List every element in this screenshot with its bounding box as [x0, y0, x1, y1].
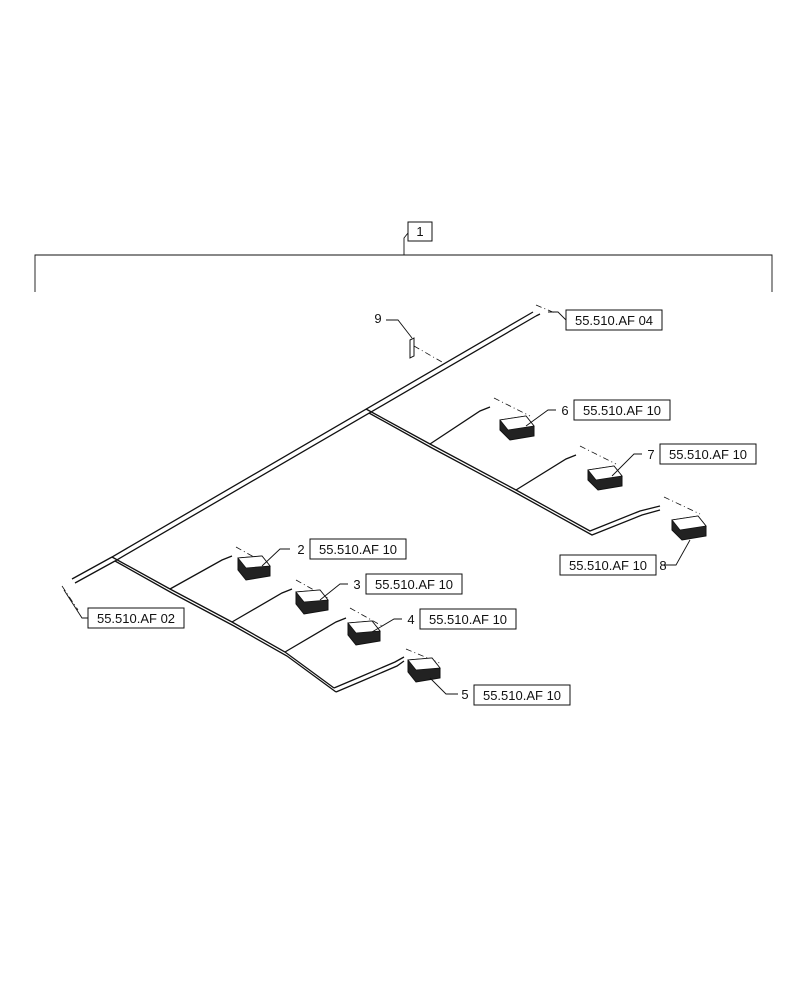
callout-5: 5 55.510.AF 10	[461, 684, 571, 706]
connector-7	[587, 465, 623, 491]
svg-text:7: 7	[647, 447, 654, 462]
svg-text:55.510.AF 10: 55.510.AF 10	[375, 577, 453, 592]
svg-text:55.510.AF 02: 55.510.AF 02	[97, 611, 175, 626]
svg-text:55.510.AF 10: 55.510.AF 10	[569, 558, 647, 573]
assembly-bracket	[34, 232, 773, 292]
svg-text:55.510.AF 10: 55.510.AF 10	[483, 688, 561, 703]
callout-7: 7 55.510.AF 10	[647, 443, 757, 465]
svg-text:55.510.AF 10: 55.510.AF 10	[583, 403, 661, 418]
connector-6	[499, 415, 535, 441]
svg-text:2: 2	[297, 542, 304, 557]
svg-text:8: 8	[659, 558, 666, 573]
connector-2	[237, 555, 271, 581]
callout-3: 3 55.510.AF 10	[353, 573, 463, 595]
connector-8	[671, 515, 707, 541]
connector-4	[347, 620, 381, 646]
svg-text:6: 6	[561, 403, 568, 418]
svg-text:1: 1	[416, 224, 423, 239]
harness-branch-upper	[365, 406, 661, 536]
callout-4: 4 55.510.AF 10	[407, 608, 517, 630]
connector-5	[407, 657, 441, 683]
callout-8: 55.510.AF 10 8	[559, 554, 667, 576]
harness-trunk	[71, 311, 541, 584]
svg-text:3: 3	[353, 577, 360, 592]
svg-text:55.510.AF 10: 55.510.AF 10	[429, 612, 507, 627]
connector-3	[295, 589, 329, 615]
callout-9: 9	[374, 311, 381, 326]
svg-text:4: 4	[407, 612, 414, 627]
svg-text:55.510.AF 10: 55.510.AF 10	[669, 447, 747, 462]
leader-lines	[63, 311, 691, 695]
svg-text:55.510.AF 10: 55.510.AF 10	[319, 542, 397, 557]
harness-branch-lower	[111, 555, 405, 693]
svg-text:9: 9	[374, 311, 381, 326]
assembly-item-label: 1	[407, 221, 433, 242]
reference-top-right: 55.510.AF 04	[565, 309, 663, 331]
clip-9	[409, 337, 415, 359]
svg-text:55.510.AF 04: 55.510.AF 04	[575, 313, 653, 328]
reference-bottom-left: 55.510.AF 02	[87, 607, 185, 629]
svg-text:5: 5	[461, 687, 468, 702]
callout-6: 6 55.510.AF 10	[561, 399, 671, 421]
callout-2: 2 55.510.AF 10	[297, 538, 407, 560]
